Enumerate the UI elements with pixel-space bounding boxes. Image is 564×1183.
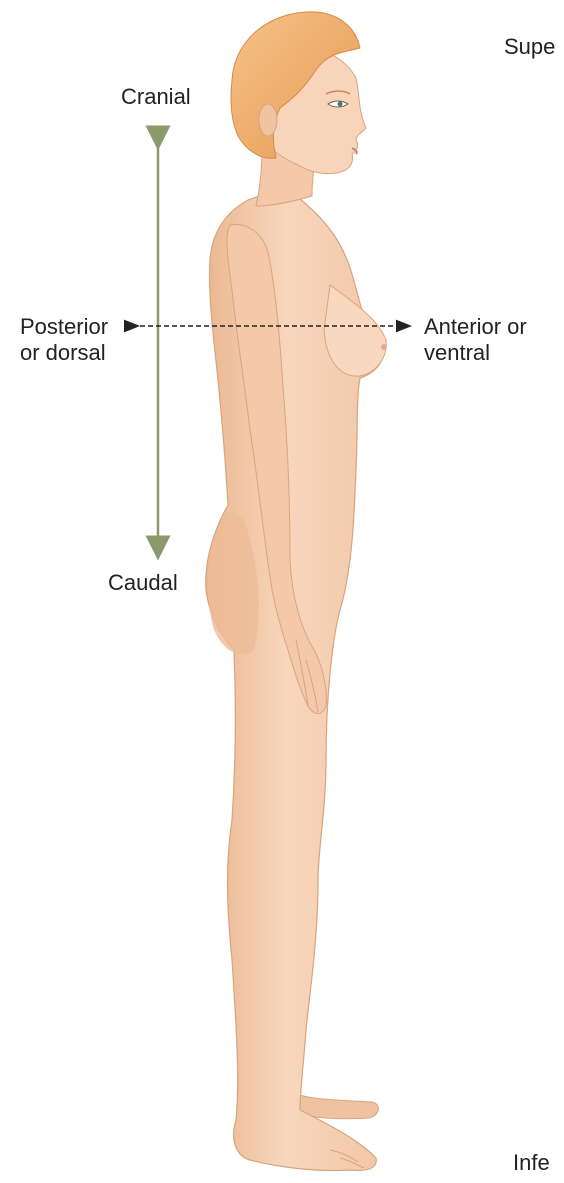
cranial-label: Cranial	[121, 84, 191, 110]
iris	[338, 102, 343, 107]
inferior-label-cut: Infe	[513, 1150, 550, 1176]
posterior-label-line2: or dorsal	[20, 340, 108, 366]
superior-label-cut: Supe	[504, 34, 555, 60]
human-figure-side-view	[206, 12, 387, 1171]
ear	[259, 104, 277, 136]
anterior-label: Anterior or ventral	[424, 314, 527, 366]
nipple	[381, 344, 387, 350]
posterior-label: Posterior or dorsal	[20, 314, 108, 366]
caudal-label: Caudal	[108, 570, 178, 596]
anterior-label-line1: Anterior or	[424, 314, 527, 340]
anterior-label-line2: ventral	[424, 340, 527, 366]
posterior-label-line1: Posterior	[20, 314, 108, 340]
